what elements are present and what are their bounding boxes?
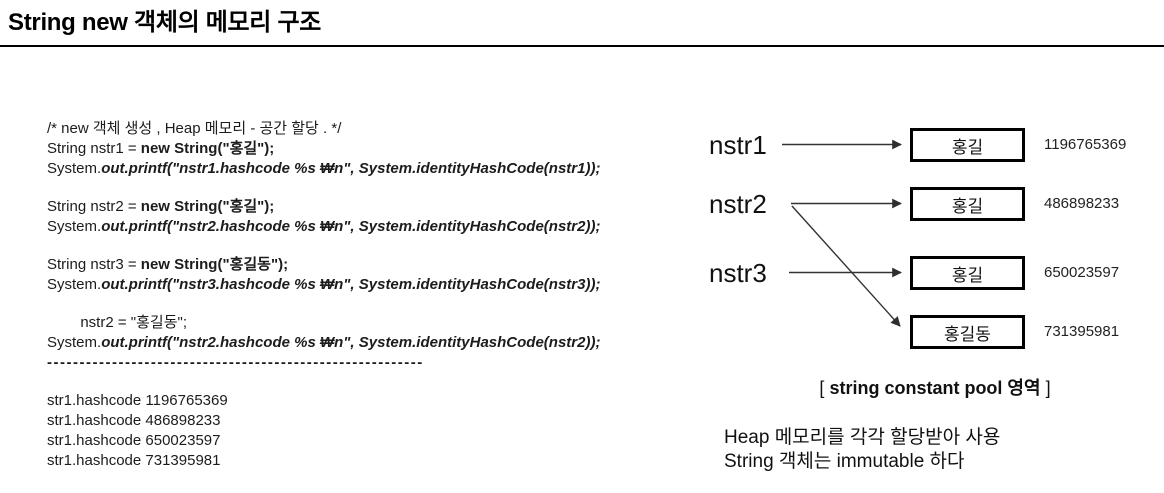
code-segment: String nstr1 = bbox=[47, 140, 141, 157]
code-segment: System. bbox=[47, 160, 102, 177]
code-line: String nstr3 = new String("홍길동"); bbox=[47, 255, 600, 275]
code-segment: new String("홍길"); bbox=[140, 198, 275, 215]
code-segment: System. bbox=[47, 218, 102, 235]
hashcode-label-4: 731395981 bbox=[1044, 323, 1120, 340]
code-segment: out.printf("nstr2.hashcode %s ₩n", Syste… bbox=[101, 218, 601, 235]
code-segment: out.printf("nstr3.hashcode %s ₩n", Syste… bbox=[101, 276, 601, 293]
code-line: ----------------------------------------… bbox=[47, 353, 600, 373]
code-line: /* new 객체 생성 , Heap 메모리 - 공간 할당 . */ bbox=[47, 119, 600, 139]
code-segment: String nstr2 = bbox=[47, 198, 141, 215]
var-label-nstr1: nstr1 bbox=[709, 130, 767, 160]
code-line: System.out.printf("nstr3.hashcode %s ₩n"… bbox=[47, 275, 600, 295]
code-line: String nstr1 = new String("홍길"); bbox=[47, 139, 600, 159]
code-segment: new String("홍길"); bbox=[140, 140, 275, 157]
pool-box-3: 홍길 bbox=[910, 256, 1025, 290]
code-block-nstr1: /* new 객체 생성 , Heap 메모리 - 공간 할당 . */ Stri… bbox=[47, 119, 600, 179]
code-line: System.out.printf("nstr2.hashcode %s ₩n"… bbox=[47, 217, 600, 237]
caption-open-bracket: [ bbox=[819, 378, 830, 398]
pool-caption: [ string constant pool 영역 ] bbox=[740, 374, 1130, 400]
hashcode-label-1: 1196765369 bbox=[1044, 136, 1127, 153]
code-line: str1.hashcode 486898233 bbox=[47, 411, 600, 431]
code-segment: str1.hashcode 731395981 bbox=[47, 452, 221, 469]
page-title: String new 객체의 메모리 구조 bbox=[8, 9, 322, 36]
code-line: str1.hashcode 650023597 bbox=[47, 431, 600, 451]
code-segment: System. bbox=[47, 276, 102, 293]
pool-box-1: 홍길 bbox=[910, 128, 1025, 162]
hashcode-label-2: 486898233 bbox=[1044, 195, 1120, 212]
code-segment: str1.hashcode 486898233 bbox=[47, 412, 221, 429]
code-panel: /* new 객체 생성 , Heap 메모리 - 공간 할당 . */ Stri… bbox=[47, 119, 600, 489]
code-line: System.out.printf("nstr1.hashcode %s ₩n"… bbox=[47, 159, 600, 179]
var-label-nstr2: nstr2 bbox=[709, 189, 767, 219]
code-line: str1.hashcode 731395981 bbox=[47, 451, 600, 471]
code-line: nstr2 = "홍길동"; bbox=[47, 313, 600, 333]
code-block-output: str1.hashcode 1196765369 str1.hashcode 48… bbox=[47, 391, 600, 471]
hashcode-label-3: 650023597 bbox=[1044, 264, 1120, 281]
code-segment: str1.hashcode 1196765369 bbox=[47, 392, 228, 409]
code-segment: out.printf("nstr2.hashcode %s ₩n", Syste… bbox=[101, 334, 601, 351]
code-segment: ----------------------------------------… bbox=[47, 354, 424, 371]
code-line: System.out.printf("nstr2.hashcode %s ₩n"… bbox=[47, 333, 600, 353]
var-label-nstr3: nstr3 bbox=[709, 258, 767, 288]
code-line: String nstr2 = new String("홍길"); bbox=[47, 197, 600, 217]
code-segment: nstr2 = "홍길동"; bbox=[47, 314, 187, 331]
caption-close-bracket: ] bbox=[1040, 378, 1051, 398]
code-segment: /* new 객체 생성 , Heap 메모리 - 공간 할당 . */ bbox=[47, 120, 342, 137]
code-segment: out.printf("nstr1.hashcode %s ₩n", Syste… bbox=[101, 160, 601, 177]
code-line: str1.hashcode 1196765369 bbox=[47, 391, 600, 411]
code-segment: String nstr3 = bbox=[47, 256, 141, 273]
pool-box-2: 홍길 bbox=[910, 187, 1025, 221]
code-block-reassign: nstr2 = "홍길동"; System.out.printf("nstr2.h… bbox=[47, 313, 600, 373]
title-divider bbox=[0, 45, 1164, 47]
note-immutable: String 객체는 immutable 하다 bbox=[724, 451, 965, 472]
code-segment: new String("홍길동"); bbox=[140, 256, 289, 273]
code-block-nstr3: String nstr3 = new String("홍길동");System.… bbox=[47, 255, 600, 295]
code-segment: str1.hashcode 650023597 bbox=[47, 432, 221, 449]
arrow-nstr2-to-box4 bbox=[791, 205, 901, 327]
code-segment: System. bbox=[47, 334, 102, 351]
pool-box-4: 홍길동 bbox=[910, 315, 1025, 349]
notes: Heap 메모리를 각각 할당받아 사용 String 객체는 immutabl… bbox=[724, 426, 1000, 474]
note-heap: Heap 메모리를 각각 할당받아 사용 bbox=[724, 427, 1001, 448]
code-block-nstr2: String nstr2 = new String("홍길");System.o… bbox=[47, 197, 600, 237]
caption-text: string constant pool 영역 bbox=[829, 378, 1041, 398]
